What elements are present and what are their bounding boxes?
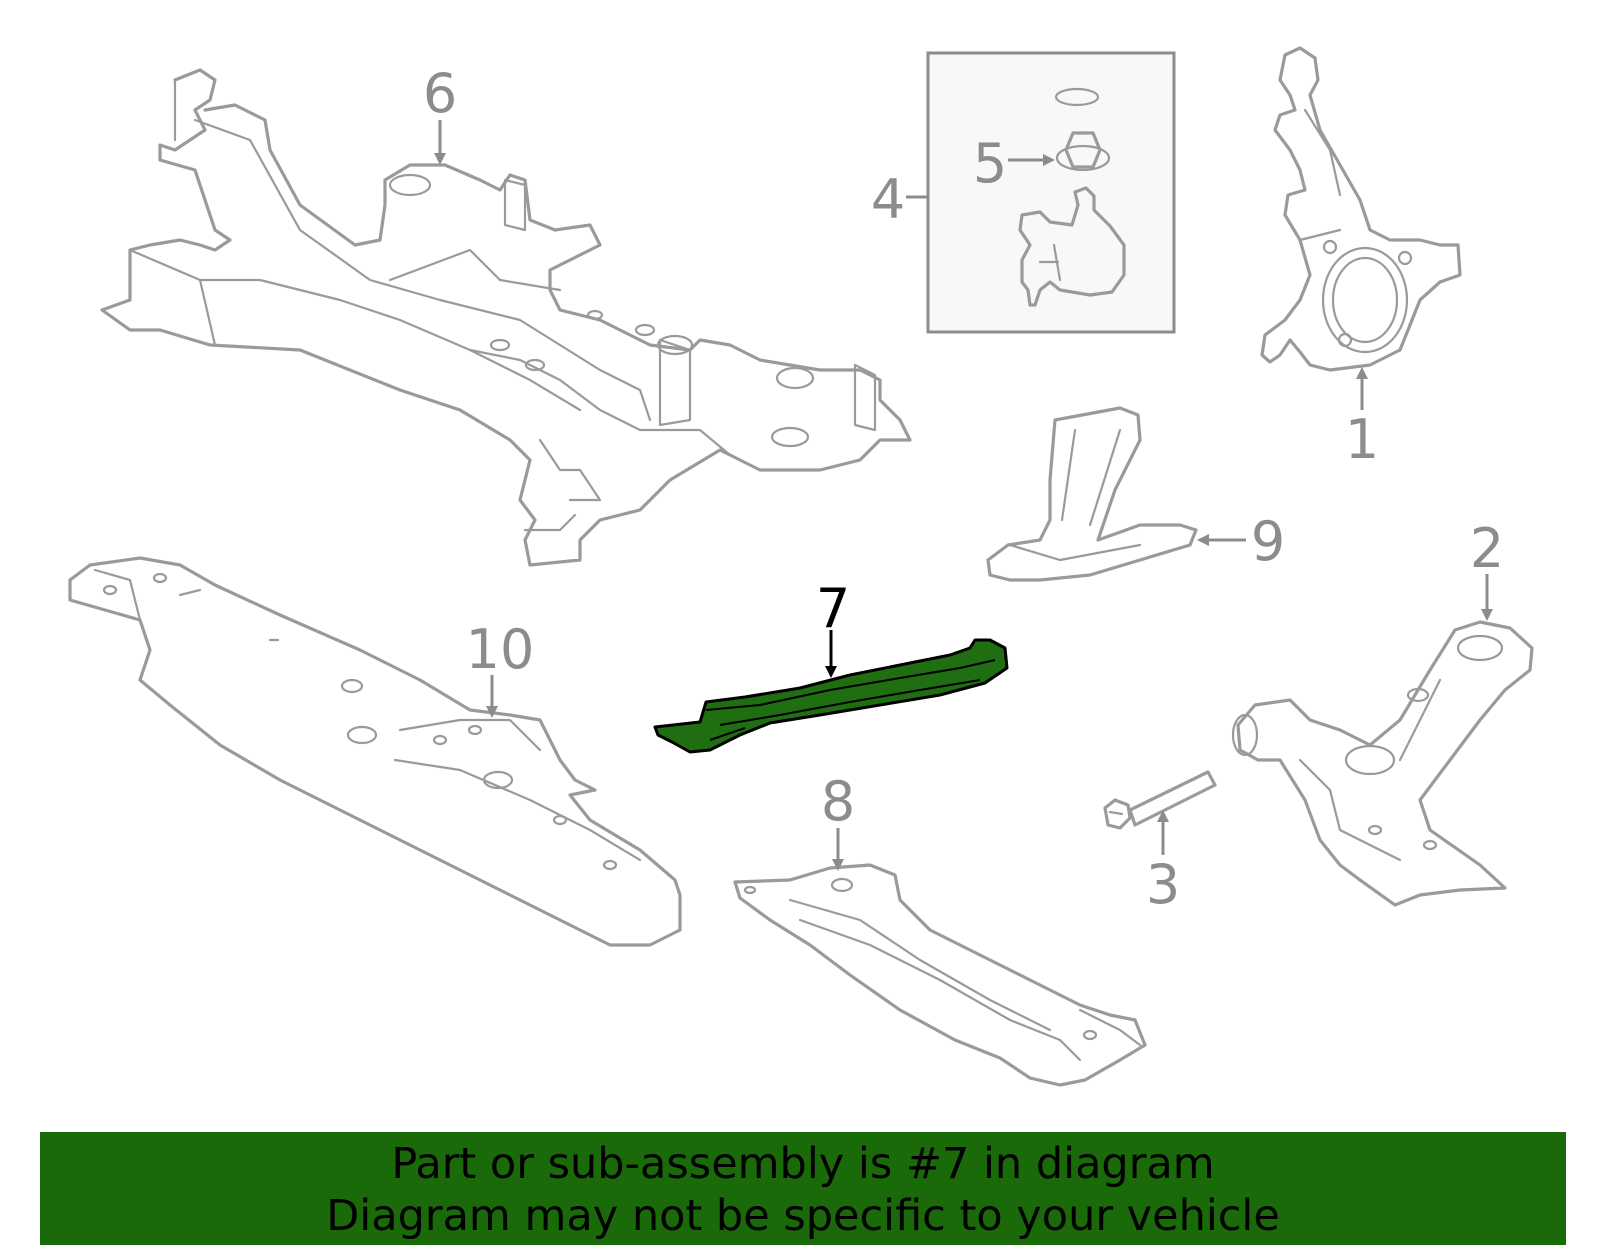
banner-line-2: Diagram may not be specific to your vehi… (326, 1191, 1280, 1241)
callout-7: 7 (816, 577, 850, 640)
part-9-arm-bracket[interactable] (986, 406, 1198, 582)
part-10-under-shield[interactable] (68, 556, 682, 947)
info-banner: Part or sub-assembly is #7 in diagram Di… (40, 1132, 1566, 1245)
part-2-lower-control-arm[interactable] (1231, 620, 1534, 907)
callout-3: 3 (1146, 853, 1180, 916)
callout-6: 6 (423, 62, 457, 125)
callout-8: 8 (821, 770, 855, 833)
part-1-steering-knuckle[interactable] (1260, 46, 1462, 372)
callout-5: 5 (973, 132, 1007, 195)
banner-line-1: Part or sub-assembly is #7 in diagram (391, 1139, 1215, 1189)
part-7-highlighted-member[interactable] (653, 638, 1009, 754)
callout-1: 1 (1345, 408, 1379, 471)
callout-10: 10 (466, 618, 535, 681)
callout-4: 4 (871, 168, 905, 231)
callout-2: 2 (1470, 517, 1504, 580)
part-4-ball-joint-kit[interactable] (926, 51, 1176, 334)
part-8-brace[interactable] (733, 863, 1147, 1087)
part-3-bolt[interactable] (1103, 770, 1217, 830)
part-6-crossmember[interactable] (100, 68, 912, 567)
callout-9: 9 (1251, 510, 1285, 573)
